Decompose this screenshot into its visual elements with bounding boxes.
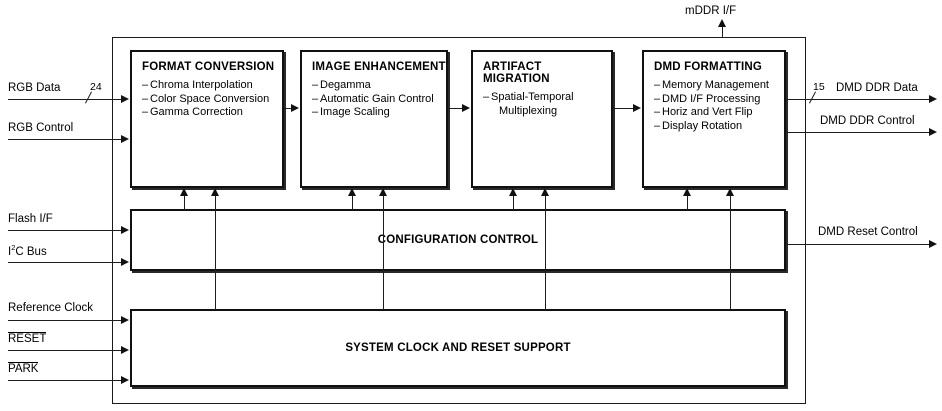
input-line-park (8, 380, 124, 381)
block-title: IMAGE ENHANCEMENT (312, 61, 446, 73)
block-item: –Automatic Gain Control (312, 92, 434, 105)
mddr-if-arrow-up (717, 19, 726, 27)
block-item: –Display Rotation (654, 119, 743, 132)
block-items: –Chroma Interpolation –Color Space Conve… (132, 79, 282, 120)
block-title: ARTIFACT MIGRATION (483, 61, 550, 85)
block-dmd-formatting[interactable]: DMD FORMATTING –Memory Management –DMD I… (642, 50, 786, 188)
feed-cc-format-conversion-arrow (179, 188, 188, 196)
input-label-rgb-control: RGB Control (8, 122, 74, 134)
feed-cc-image-enhancement-arrow (347, 188, 356, 196)
link-fc-to-ie (284, 108, 292, 109)
feed-sys-format-conversion (215, 196, 216, 310)
bus-width-rgb-data: 24 (90, 81, 102, 93)
output-arrow-dmd-ddr-control (929, 127, 937, 136)
block-item: –Spatial-Temporal (483, 91, 574, 103)
input-line-rgb-control (8, 139, 124, 140)
block-items: –Memory Management –DMD I/F Processing –… (644, 79, 784, 133)
i2c-superscript: 2 (11, 243, 16, 252)
input-line-i2c-bus (8, 262, 124, 263)
bus-slash-dmd-ddr-data (809, 91, 816, 104)
output-line-dmd-ddr-control (786, 132, 932, 133)
output-label-dmd-ddr-data: DMD DDR Data (836, 82, 918, 94)
block-item: –Memory Management (654, 79, 769, 91)
output-line-dmd-ddr-data (786, 99, 932, 100)
output-line-dmd-reset-control (786, 244, 932, 245)
block-item: –Color Space Conversion (142, 92, 270, 105)
block-format-conversion[interactable]: FORMAT CONVERSION –Chroma Interpolation … (130, 50, 284, 188)
input-line-reset (8, 350, 124, 351)
feed-cc-dmd-formatting-arrow (682, 188, 691, 196)
block-title: FORMAT CONVERSION (142, 61, 275, 73)
input-arrow-rgb-control (121, 134, 129, 143)
input-line-flash-if (8, 230, 124, 231)
bidirectional-label-mddr-if: mDDR I/F (685, 5, 737, 17)
link-am-to-df-arrow (633, 103, 641, 112)
feed-cc-dmd-formatting (687, 196, 688, 210)
output-label-dmd-ddr-control: DMD DDR Control (820, 115, 915, 127)
feed-cc-image-enhancement (352, 196, 353, 210)
input-label-reset: RESET (8, 332, 47, 345)
block-item: –Horiz and Vert Flip (654, 106, 753, 119)
block-configuration-control[interactable]: CONFIGURATION CONTROL (130, 209, 786, 271)
feed-cc-format-conversion (184, 196, 185, 210)
bus-width-dmd-ddr-data: 15 (813, 81, 825, 93)
block-items: –Degamma –Automatic Gain Control –Image … (302, 79, 446, 120)
output-arrow-dmd-reset-control (929, 239, 937, 248)
block-title: CONFIGURATION CONTROL (377, 234, 539, 246)
input-label-flash-if: Flash I/F (8, 213, 53, 225)
block-items: –Spatial-Temporal Multiplexing (473, 91, 611, 118)
input-label-reference-clock: Reference Clock (8, 302, 94, 314)
input-arrow-rgb-data (121, 94, 129, 103)
input-line-rgb-data (8, 99, 124, 100)
park-overline-text: PARK (8, 362, 39, 375)
block-item: –Degamma (312, 79, 371, 91)
feed-sys-dmd-formatting (730, 196, 731, 310)
i2c-prefix: I (8, 245, 12, 258)
bus-slash-rgb-data (85, 91, 92, 104)
block-item: –Image Scaling (312, 106, 390, 119)
input-label-rgb-data: RGB Data (8, 82, 61, 94)
input-line-reference-clock (8, 320, 124, 321)
input-arrow-reset (121, 345, 129, 354)
reset-overline-text: RESET (8, 332, 47, 345)
mddr-if-line (722, 27, 723, 45)
block-artifact-migration[interactable]: ARTIFACT MIGRATION –Spatial-Temporal Mul… (471, 50, 613, 188)
output-arrow-dmd-ddr-data (929, 94, 937, 103)
input-label-i2c-bus: I2C Bus (8, 243, 47, 258)
feed-cc-artifact-migration (513, 196, 514, 210)
feed-sys-format-conversion-arrow (210, 188, 219, 196)
input-label-park: PARK (8, 362, 39, 375)
feed-sys-dmd-formatting-arrow (725, 188, 734, 196)
output-label-dmd-reset-control: DMD Reset Control (818, 226, 918, 238)
block-title: DMD FORMATTING (654, 61, 762, 73)
link-ie-to-am-arrow (462, 103, 470, 112)
feed-sys-artifact-migration (545, 196, 546, 310)
feed-sys-artifact-migration-arrow (540, 188, 549, 196)
block-image-enhancement[interactable]: IMAGE ENHANCEMENT –Degamma –Automatic Ga… (300, 50, 448, 188)
block-system-clock-reset[interactable]: SYSTEM CLOCK AND RESET SUPPORT (130, 309, 786, 387)
feed-cc-artifact-migration-arrow (508, 188, 517, 196)
link-ie-to-am (448, 108, 463, 109)
block-item: –DMD I/F Processing (654, 92, 761, 105)
link-am-to-df (613, 108, 634, 109)
block-item: –Gamma Correction (142, 106, 243, 119)
block-title: SYSTEM CLOCK AND RESET SUPPORT (345, 342, 571, 354)
input-arrow-i2c-bus (121, 257, 129, 266)
i2c-suffix: C Bus (15, 245, 47, 258)
block-item: Multiplexing (499, 104, 558, 117)
input-arrow-park (121, 375, 129, 384)
link-fc-to-ie-arrow (291, 103, 299, 112)
block-item: –Chroma Interpolation (142, 79, 253, 91)
input-arrow-reference-clock (121, 315, 129, 324)
input-arrow-flash-if (121, 225, 129, 234)
feed-sys-image-enhancement (383, 196, 384, 310)
feed-sys-image-enhancement-arrow (378, 188, 387, 196)
